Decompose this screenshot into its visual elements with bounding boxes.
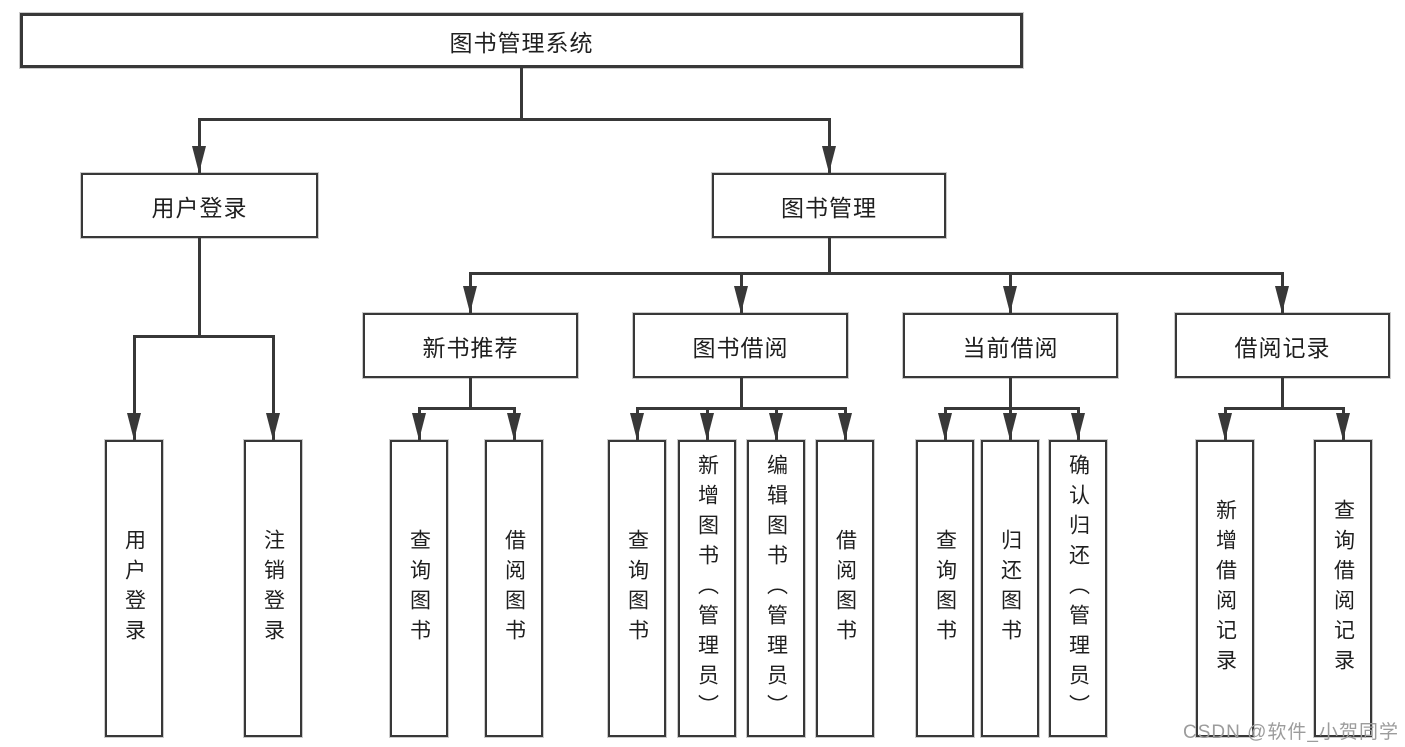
leaf-logout: 注销登录 xyxy=(244,440,302,737)
arrow-down-icon xyxy=(734,286,748,313)
arrow-down-icon xyxy=(769,413,783,440)
arrow-down-icon xyxy=(630,413,644,440)
leaf-borrow-books: 借阅图书 xyxy=(816,440,874,737)
arrow-down-icon xyxy=(507,413,521,440)
leaf-query-books: 查询图书 xyxy=(608,440,666,737)
node-book-management: 图书管理 xyxy=(712,173,946,238)
node-library-management-system: 图书管理系统 xyxy=(20,13,1023,68)
arrow-down-icon xyxy=(938,413,952,440)
connector-drop-book-management xyxy=(828,118,831,173)
node-borrowing-records: 借阅记录 xyxy=(1175,313,1390,378)
node-new-book-recommendation: 新书推荐 xyxy=(363,313,578,378)
connector-root-stem xyxy=(520,68,523,121)
arrow-down-icon xyxy=(463,286,477,313)
connector-group2-branch xyxy=(636,407,847,410)
connector-book-management-stem xyxy=(828,238,831,275)
arrow-down-icon xyxy=(822,146,836,173)
arrow-down-icon xyxy=(127,413,141,440)
leaf-query-books: 查询图书 xyxy=(916,440,974,737)
leaf-query-books: 查询图书 xyxy=(390,440,448,737)
node-user-login: 用户登录 xyxy=(81,173,318,238)
leaf-confirm-return-admin: 确认归还（管理员） xyxy=(1049,440,1107,737)
leaf-user-login: 用户登录 xyxy=(105,440,163,737)
connector-group4-branch xyxy=(1224,407,1345,410)
leaf-borrow-books: 借阅图书 xyxy=(485,440,543,737)
arrow-down-icon xyxy=(266,413,280,440)
connector-group3-branch xyxy=(944,407,1080,410)
arrow-down-icon xyxy=(1071,413,1085,440)
connector-drop-leaf-logout xyxy=(272,335,275,440)
leaf-query-borrow-record: 查询借阅记录 xyxy=(1314,440,1372,737)
connector-group1-stem xyxy=(469,378,472,410)
connector-drop-user-login xyxy=(198,118,201,173)
connector-group1-branch xyxy=(418,407,516,410)
connector-root-branch xyxy=(198,118,831,121)
connector-group3-stem xyxy=(1009,378,1012,410)
node-current-borrowing: 当前借阅 xyxy=(903,313,1118,378)
connector-drop-leaf-user-login xyxy=(133,335,136,440)
connector-group4-stem xyxy=(1281,378,1284,410)
connector-group2-stem xyxy=(740,378,743,410)
arrow-down-icon xyxy=(1218,413,1232,440)
arrow-down-icon xyxy=(1275,286,1289,313)
connector-book-management-branch xyxy=(469,272,1284,275)
leaf-add-borrow-record: 新增借阅记录 xyxy=(1196,440,1254,737)
arrow-down-icon xyxy=(838,413,852,440)
leaf-edit-books-admin: 编辑图书（管理员） xyxy=(747,440,805,737)
arrow-down-icon xyxy=(1003,413,1017,440)
watermark: CSDN @软件_小贺同学 xyxy=(1183,722,1399,743)
node-book-borrowing: 图书借阅 xyxy=(633,313,848,378)
arrow-down-icon xyxy=(412,413,426,440)
arrow-down-icon xyxy=(700,413,714,440)
leaf-add-books-admin: 新增图书（管理员） xyxy=(678,440,736,737)
arrow-down-icon xyxy=(192,146,206,173)
leaf-return-books: 归还图书 xyxy=(981,440,1039,737)
connector-user-login-branch xyxy=(133,335,275,338)
connector-user-login-stem xyxy=(198,238,201,338)
arrow-down-icon xyxy=(1003,286,1017,313)
arrow-down-icon xyxy=(1336,413,1350,440)
